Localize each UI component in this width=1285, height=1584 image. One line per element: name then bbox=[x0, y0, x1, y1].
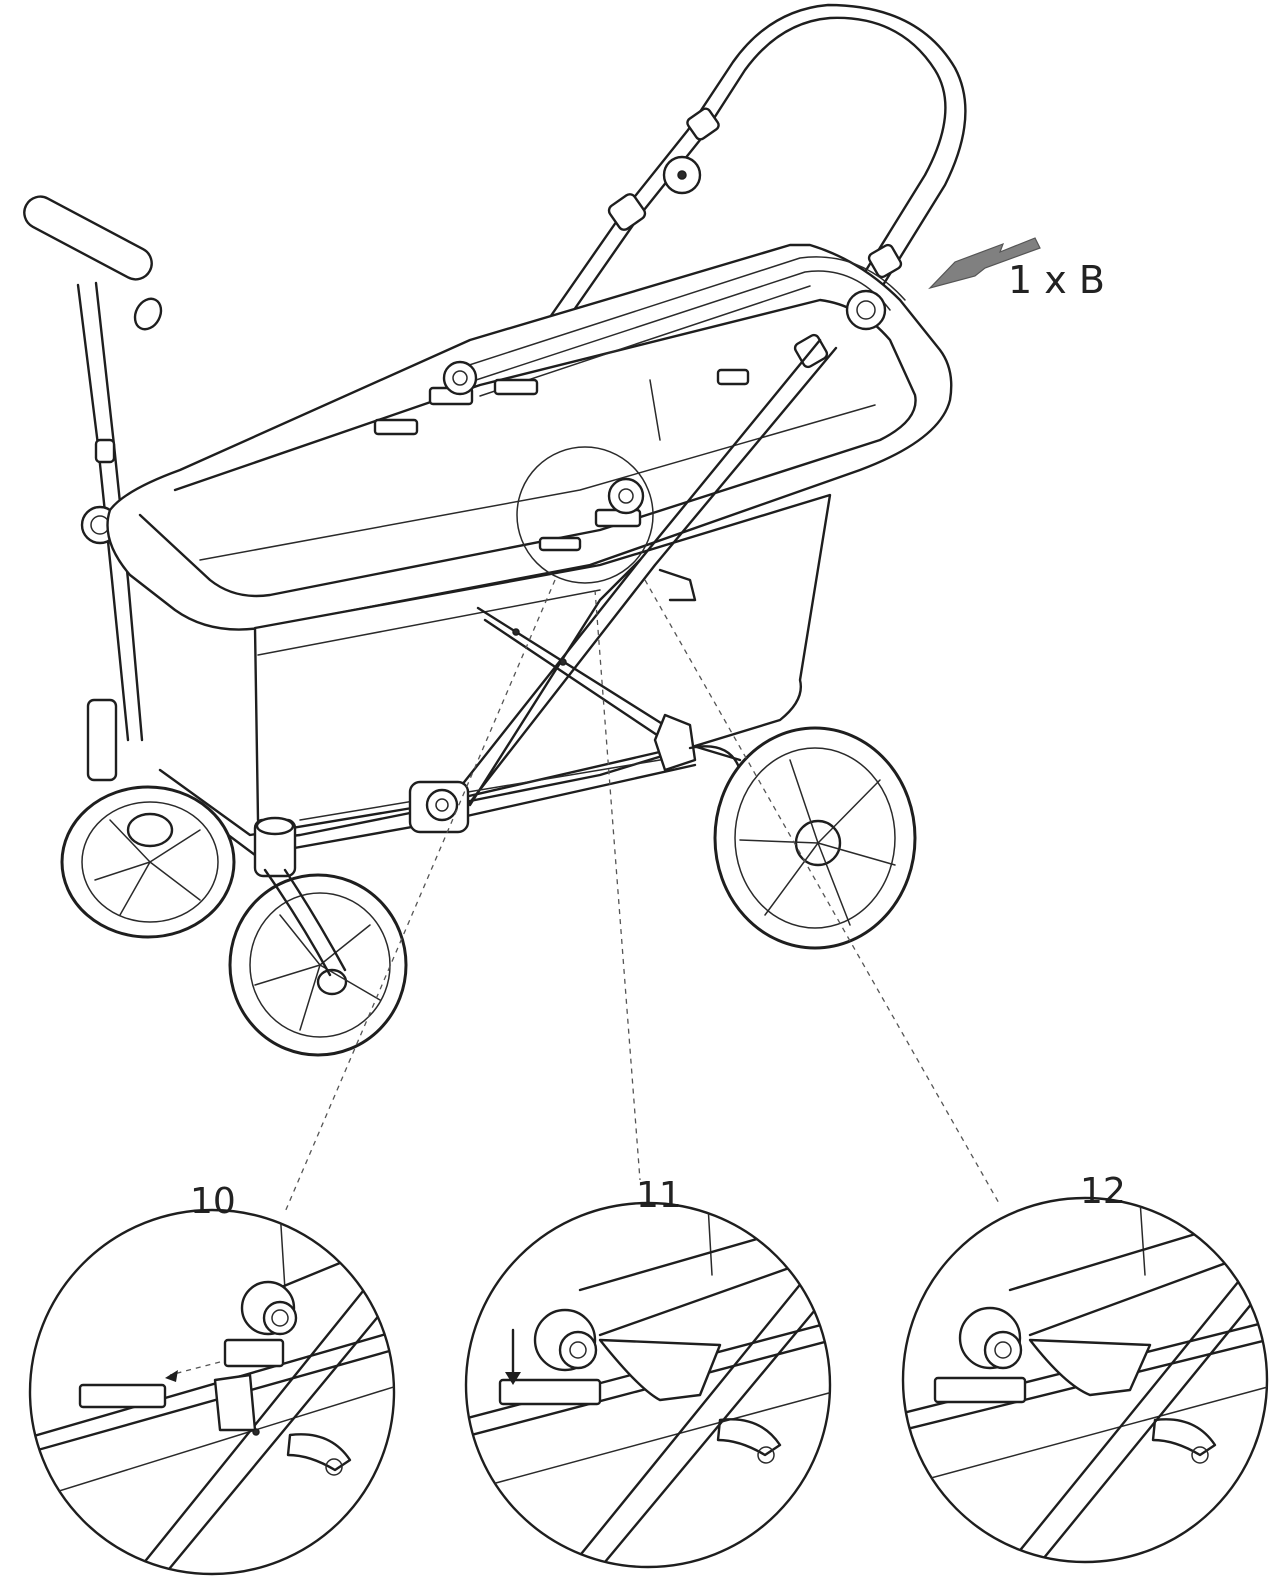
basket-fixing-left bbox=[428, 360, 478, 406]
detail-number: 10 bbox=[190, 1181, 236, 1222]
detail-view-11: 11 bbox=[464, 1175, 832, 1569]
clip-top bbox=[493, 378, 539, 396]
wheel-rear-right bbox=[713, 726, 917, 950]
leader-line-10 bbox=[284, 579, 556, 1213]
leader-line-11 bbox=[594, 589, 641, 1181]
detail-view-12: 12 bbox=[901, 1171, 1269, 1564]
front-handle bbox=[23, 195, 163, 742]
quantity-label: 1 x B bbox=[1008, 258, 1105, 302]
clip-front bbox=[373, 418, 419, 436]
detail-number: 12 bbox=[1080, 1171, 1126, 1212]
detail-focus-circle bbox=[516, 446, 654, 584]
basket-fixing-center bbox=[538, 477, 645, 552]
wheel-front-left bbox=[60, 785, 236, 939]
stroller-illustration: 1 x B bbox=[23, 3, 1105, 1213]
detail-number: 11 bbox=[636, 1175, 682, 1216]
detail-view-10: 10 bbox=[28, 1181, 396, 1576]
basket-body bbox=[106, 243, 953, 838]
insert-arrow bbox=[928, 237, 1041, 290]
canopy-frame bbox=[453, 3, 967, 382]
chassis-frame bbox=[86, 338, 838, 878]
wheel-front-right bbox=[228, 868, 408, 1057]
